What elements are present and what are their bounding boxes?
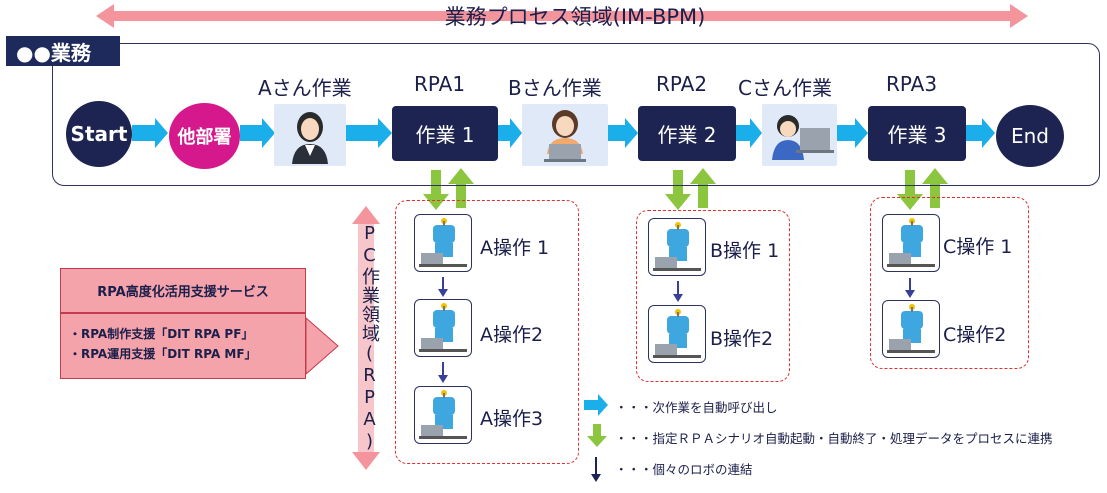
robot-icon xyxy=(653,309,701,358)
operation-label-c1: C操作 1 xyxy=(943,236,1013,258)
robot-box-a3 xyxy=(414,386,472,444)
robot-link-arrows xyxy=(438,277,915,383)
flow-arrow-8 xyxy=(966,118,995,148)
flow-arrows xyxy=(132,118,995,148)
pc-area-arrow xyxy=(352,206,380,470)
robot-icon xyxy=(653,222,701,271)
robot-icon xyxy=(419,390,467,439)
person-a xyxy=(274,104,346,166)
operation-label-a1: A操作 1 xyxy=(480,237,550,259)
service-item-2: ・RPA運用支援「DIT RPA MF」 xyxy=(69,347,257,361)
robot-icon xyxy=(887,304,935,353)
header-rpa3: RPA3 xyxy=(886,72,938,96)
robot-icon xyxy=(419,218,467,267)
process-scope-title: 業務プロセス領域(IM-BPM) xyxy=(444,5,706,29)
flow-arrow-6 xyxy=(736,118,762,148)
robot-box-b1 xyxy=(648,218,706,276)
man-laptop-icon xyxy=(772,115,834,160)
flow-arrow-2 xyxy=(240,118,275,148)
header-rpa2: RPA2 xyxy=(656,72,708,96)
flow-arrow-7 xyxy=(837,118,868,148)
flow-arrow-1 xyxy=(132,118,168,148)
task-2: 作業 2 xyxy=(638,106,736,161)
legend-auto-call: ・・・次作業を自動呼び出し xyxy=(615,400,778,415)
header-rpa1: RPA1 xyxy=(414,72,466,96)
rpa1-operation-group xyxy=(395,200,579,464)
robot-box-c2 xyxy=(882,300,940,358)
legend-cyan-arrow-icon xyxy=(584,394,608,416)
service-item-1: ・RPA制作支援「DIT RPA PF」 xyxy=(69,327,254,341)
task-3: 作業 3 xyxy=(868,106,966,161)
lane-label: ●●業務 xyxy=(6,36,120,66)
other-dept-node: 他部署 xyxy=(169,103,240,169)
legend-robot-link: ・・・個々のロボの連結 xyxy=(615,462,753,477)
flow-arrow-4 xyxy=(498,118,522,148)
end-node: End xyxy=(996,105,1064,167)
header-a-person: Aさん作業 xyxy=(258,76,352,100)
operation-label-b2: B操作2 xyxy=(710,328,774,350)
operation-label-a3: A操作3 xyxy=(480,408,544,430)
rpa3-operation-group xyxy=(870,197,1029,369)
person-b xyxy=(522,104,608,166)
operation-label-c2: C操作2 xyxy=(943,324,1007,346)
woman-icon xyxy=(292,112,328,164)
operation-label-a2: A操作2 xyxy=(480,324,544,346)
flow-arrow-3 xyxy=(346,118,392,148)
header-b-person: Bさん作業 xyxy=(508,76,602,100)
header-c-person: Cさん作業 xyxy=(738,76,832,100)
service-title: RPA高度化活用支援サービス xyxy=(60,268,306,313)
pc-area-label: PC作業領域(RPA) xyxy=(359,223,380,453)
robot-icon xyxy=(419,303,467,352)
operation-label-b1: B操作 1 xyxy=(710,240,780,262)
start-node: Start xyxy=(66,101,132,167)
service-items: ・RPA制作支援「DIT RPA PF」 ・RPA運用支援「DIT RPA MF… xyxy=(60,313,306,379)
task-1: 作業 1 xyxy=(392,106,498,161)
robot-icon xyxy=(887,218,935,267)
person-c xyxy=(762,104,837,166)
flow-arrow-5 xyxy=(608,118,638,148)
robot-box-c1 xyxy=(882,214,940,272)
legend-navy-arrow-icon xyxy=(591,457,601,482)
robot-box-b2 xyxy=(648,305,706,363)
process-scope-arrow xyxy=(96,4,1028,28)
legend-scenario: ・・・指定ＲＰＡシナリオ自動起動・自動終了・処理データをプロセスに連携 xyxy=(615,431,1053,446)
woman-laptop-icon xyxy=(544,110,586,162)
legend-green-arrow-icon xyxy=(587,424,607,447)
robot-box-a1 xyxy=(414,214,472,272)
robot-box-a2 xyxy=(414,299,472,357)
rpa2-operation-group xyxy=(636,210,790,382)
service-pointer xyxy=(305,316,339,376)
business-lane xyxy=(52,43,1100,186)
